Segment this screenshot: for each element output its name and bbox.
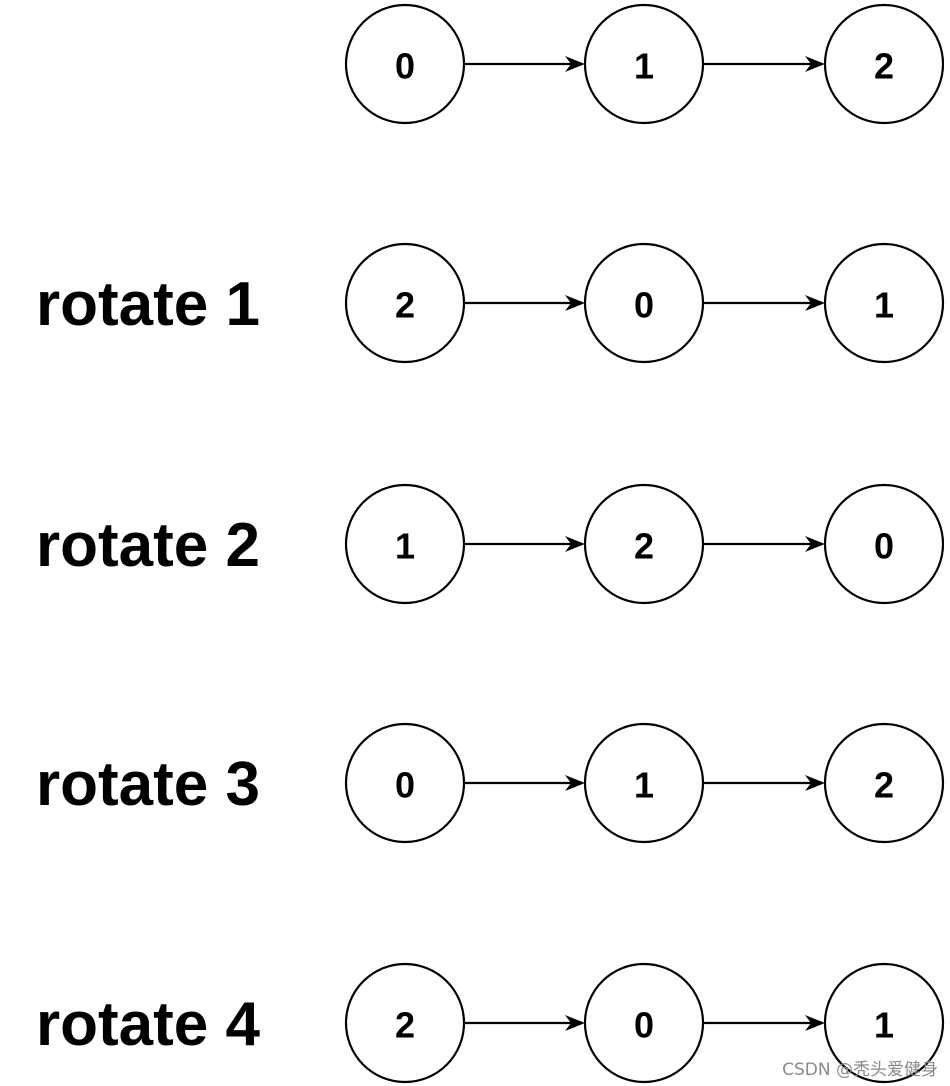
list-node: 0 <box>583 242 705 364</box>
list-node: 0 <box>583 962 705 1084</box>
list-node: 2 <box>583 483 705 605</box>
node-circle <box>344 962 466 1084</box>
list-row: 0 1 2 <box>344 3 945 125</box>
node-value: 2 <box>634 526 654 567</box>
node-circle <box>344 3 466 125</box>
arrow-head-icon <box>565 536 585 552</box>
row-label: rotate 2 <box>36 511 260 580</box>
arrow-head-icon <box>565 56 585 72</box>
node-circle <box>344 722 466 844</box>
node-circle <box>583 3 705 125</box>
node-value: 0 <box>395 765 415 806</box>
node-value: 0 <box>634 1005 654 1046</box>
list-row: rotate 2 1 2 0 <box>36 483 945 605</box>
node-value: 2 <box>874 46 894 87</box>
list-node: 0 <box>344 722 466 844</box>
arrow-head-icon <box>565 775 585 791</box>
arrow-head-icon <box>565 1015 585 1031</box>
node-value: 0 <box>874 526 894 567</box>
node-circle <box>583 962 705 1084</box>
list-node: 2 <box>823 3 945 125</box>
arrow-head-icon <box>565 295 585 311</box>
list-node: 0 <box>344 3 466 125</box>
list-row: rotate 4 2 0 1 <box>36 962 945 1084</box>
list-node: 1 <box>823 962 945 1084</box>
arrow-head-icon <box>805 1015 825 1031</box>
node-circle <box>823 962 945 1084</box>
node-circle <box>823 483 945 605</box>
row-label: rotate 3 <box>36 750 260 819</box>
node-value: 1 <box>874 285 894 326</box>
arrow-head-icon <box>805 295 825 311</box>
node-value: 0 <box>395 46 415 87</box>
node-value: 1 <box>634 46 654 87</box>
node-circle <box>344 242 466 364</box>
node-value: 1 <box>634 765 654 806</box>
list-node: 2 <box>344 242 466 364</box>
list-node: 1 <box>823 242 945 364</box>
node-circle <box>344 483 466 605</box>
node-circle <box>823 722 945 844</box>
node-circle <box>823 242 945 364</box>
list-node: 1 <box>583 3 705 125</box>
list-node: 2 <box>344 962 466 1084</box>
watermark: CSDN @秃头爱健身 <box>782 1060 938 1080</box>
list-node: 0 <box>823 483 945 605</box>
arrow-head-icon <box>805 56 825 72</box>
arrow-head-icon <box>805 536 825 552</box>
list-row: rotate 3 0 1 2 <box>36 722 945 844</box>
arrow-head-icon <box>805 775 825 791</box>
list-node: 2 <box>823 722 945 844</box>
node-value: 2 <box>874 765 894 806</box>
node-circle <box>583 242 705 364</box>
node-circle <box>823 3 945 125</box>
list-node: 1 <box>583 722 705 844</box>
node-value: 2 <box>395 285 415 326</box>
list-row: rotate 1 2 0 1 <box>36 242 945 364</box>
row-label: rotate 1 <box>36 270 260 339</box>
list-node: 1 <box>344 483 466 605</box>
node-value: 1 <box>874 1005 894 1046</box>
node-value: 0 <box>634 285 654 326</box>
node-circle <box>583 722 705 844</box>
node-value: 1 <box>395 526 415 567</box>
node-value: 2 <box>395 1005 415 1046</box>
row-label: rotate 4 <box>36 990 260 1059</box>
node-circle <box>583 483 705 605</box>
